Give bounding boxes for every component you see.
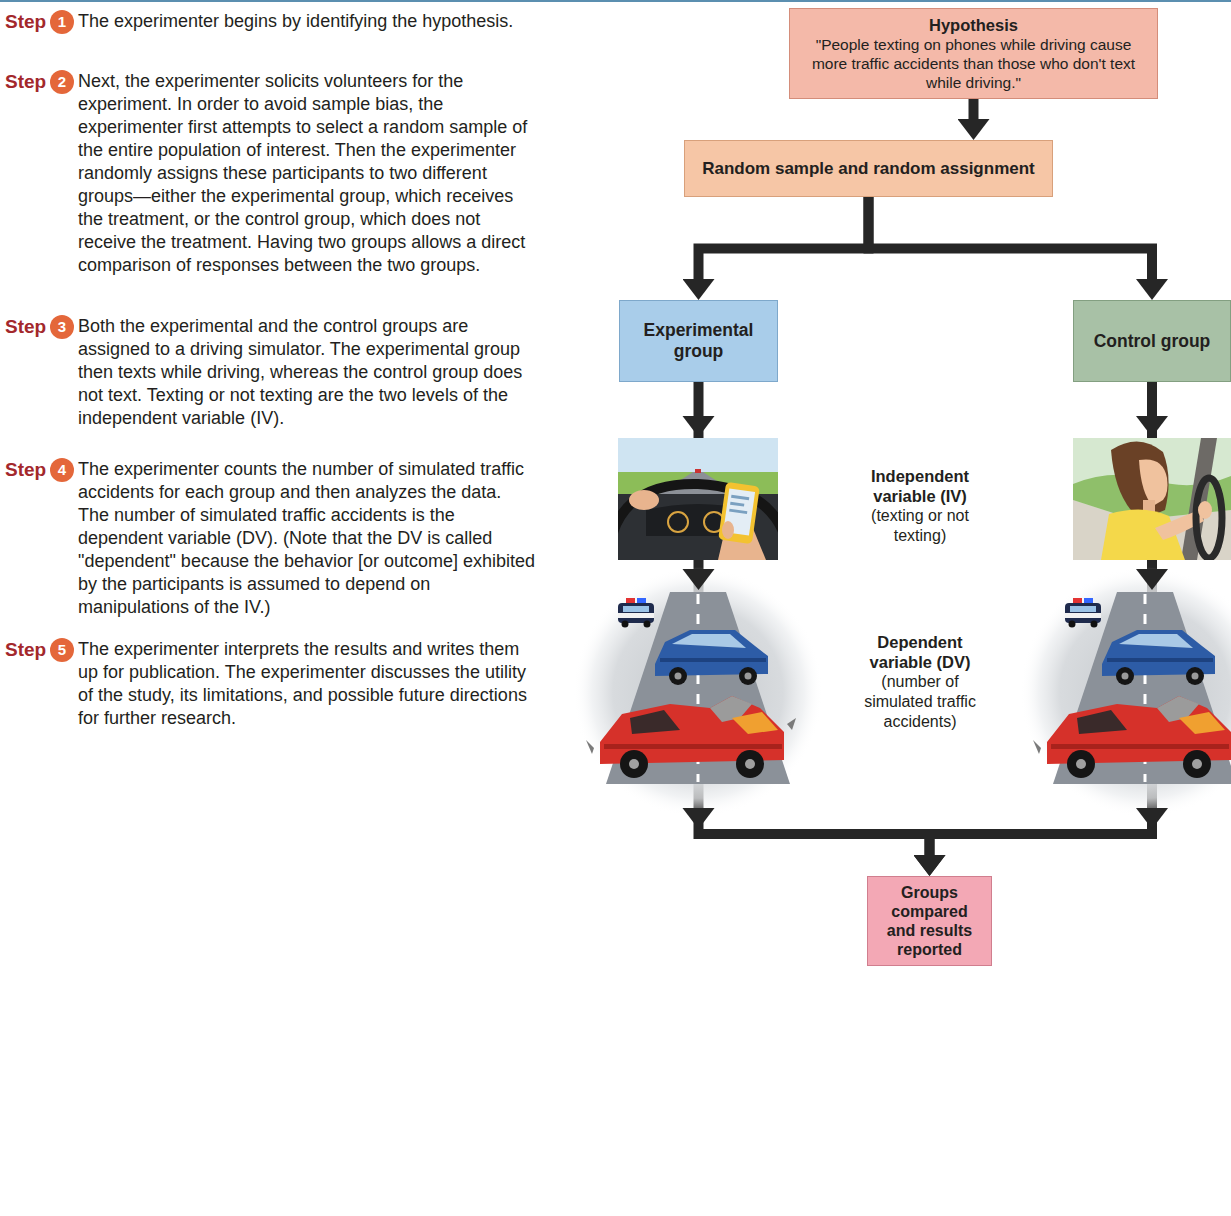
node-text: "People texting on phones while driving … (799, 35, 1148, 92)
node-heading: Hypothesis (929, 15, 1018, 35)
sampling-box: Random sample and random assignment (684, 140, 1053, 197)
callout-number: 5 (50, 638, 74, 662)
texting-driver-picture-part (729, 509, 747, 514)
attentive-driver-picture-part (1198, 501, 1212, 519)
step-label: Step (5, 315, 46, 338)
step-text: The experimenter counts the number of si… (78, 458, 536, 619)
callout-number: 2 (50, 70, 74, 94)
step-text: The experimenter begins by identifying t… (78, 10, 536, 33)
texting-driver-picture-part (695, 469, 701, 473)
attentive-driver-picture-part (1139, 459, 1168, 506)
attentive-driver-picture-part (1111, 441, 1169, 520)
node-heading: Control group (1094, 331, 1211, 352)
flow-arrowheads-part (683, 808, 715, 829)
flow-arrowheads-part (1136, 569, 1168, 590)
node-heading: Random sample and random assignment (702, 158, 1035, 179)
step-label: Step (5, 70, 46, 93)
hypothesis-box: Hypothesis"People texting on phones whil… (789, 8, 1158, 99)
flow-arrow (699, 197, 869, 279)
texting-driver-picture-part (718, 482, 760, 544)
texting-driver-picture-part (668, 512, 688, 532)
variable-label: Dependent variable (DV) (858, 632, 982, 672)
step-text: Both the experimental and the control gr… (78, 315, 536, 430)
node-heading: Experimental group (629, 320, 768, 362)
texting-driver-picture-part (722, 521, 734, 539)
texting-driver-picture-part (629, 490, 659, 510)
flow-arrowheads-part (683, 569, 715, 590)
texting-driver-picture-part (731, 495, 749, 500)
crash-illustration (1020, 567, 1231, 817)
texting-driver-picture-part (730, 502, 744, 507)
node-heading: Groups compared and results reported (877, 883, 982, 959)
attentive-driver-picture-part (1073, 438, 1231, 560)
flow-arrow (969, 99, 979, 119)
callout-number: 4 (50, 458, 74, 482)
crash-illustration (573, 567, 823, 817)
variable-note: (number of simulated traffic accidents) (862, 672, 978, 732)
step-label: Step (5, 458, 46, 481)
group-box: Control group (1073, 300, 1231, 382)
texting-driver-picture-part (618, 438, 778, 560)
flow-arrowheads-part (683, 416, 715, 437)
step-text: The experimenter interprets the results … (78, 638, 536, 730)
step-text: Next, the experimenter solicits voluntee… (78, 70, 536, 277)
variable-note: (texting or not texting) (862, 506, 978, 546)
attentive-driver-picture (1073, 438, 1231, 560)
attentive-driver-picture-part (1196, 478, 1222, 558)
result-box: Groups compared and results reported (867, 876, 992, 966)
texting-driver-picture (618, 438, 778, 560)
flow-arrowheads-part (1136, 416, 1168, 437)
flow-arrowheads (683, 416, 1169, 829)
step-label: Step (5, 10, 46, 33)
top-rule (0, 0, 1231, 2)
group-box: Experimental group (619, 300, 778, 382)
step-label: Step (5, 638, 46, 661)
callout-number: 1 (50, 10, 74, 34)
callout-number: 3 (50, 315, 74, 339)
flow-arrowheads-part (1136, 808, 1168, 829)
flow-arrow (869, 197, 1153, 279)
variable-label: Independent variable (IV) (858, 466, 982, 506)
